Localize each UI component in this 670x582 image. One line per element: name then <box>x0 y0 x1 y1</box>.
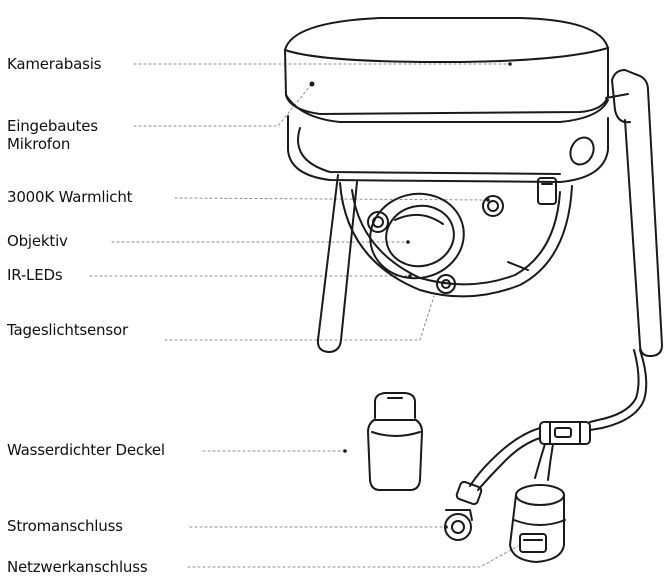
label-daylight-sensor: Tageslichtsensor <box>7 321 128 339</box>
label-mic-line1: Eingebautes <box>7 117 98 135</box>
camera-base-housing <box>284 17 609 183</box>
label-ir-leds: IR-LEDs <box>7 266 63 284</box>
cable-icon <box>469 349 648 491</box>
label-network-port: Netzwerkanschluss <box>7 558 148 576</box>
leader-warm-light <box>174 197 489 201</box>
leader-lines <box>89 63 519 568</box>
lens-icon <box>369 192 465 280</box>
label-camera-base: Kamerabasis <box>7 55 102 73</box>
ir-led-icon <box>367 195 504 294</box>
leader-daylight <box>164 295 435 341</box>
label-lens: Objektiv <box>7 232 68 250</box>
label-power-port: Stromanschluss <box>7 517 123 535</box>
dome-detail <box>507 261 529 271</box>
leader-network <box>187 545 519 568</box>
side-bracket-icon <box>537 177 557 205</box>
network-connector-icon <box>509 484 566 563</box>
left-antenna-icon <box>316 174 358 353</box>
right-antenna-icon <box>605 69 663 357</box>
label-waterproof-cap: Wasserdichter Deckel <box>7 441 165 459</box>
label-mic-line2: Mikrofon <box>7 135 71 153</box>
label-warm-light: 3000K Warmlicht <box>7 188 133 206</box>
leader-dots <box>343 62 512 529</box>
leader-mic <box>133 85 311 127</box>
power-connector-icon <box>444 480 483 541</box>
waterproof-cap-icon <box>367 392 423 491</box>
